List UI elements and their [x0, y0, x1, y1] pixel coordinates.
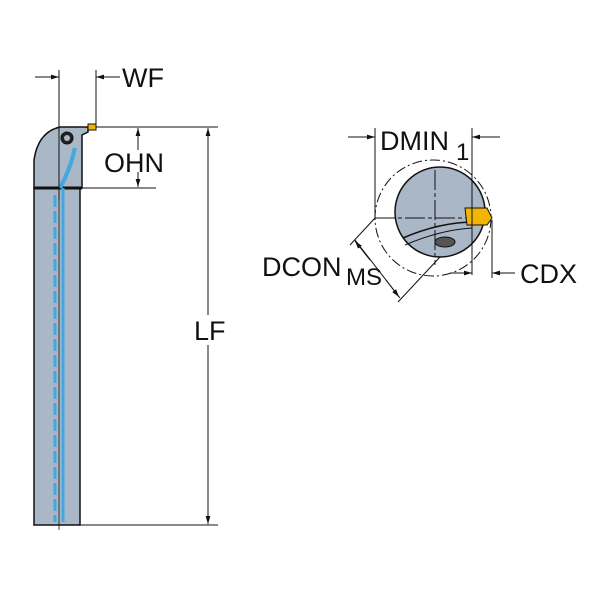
label-ohn: OHN — [104, 148, 164, 178]
dim-wf: WF — [35, 63, 164, 200]
label-cdx: CDX — [520, 259, 577, 289]
tool-shank — [33, 187, 81, 526]
dim-lf: LF — [80, 128, 226, 526]
label-dcon: DCON — [262, 252, 342, 282]
dim-dmin: DMIN 1 — [348, 126, 500, 275]
tool-head — [33, 126, 89, 189]
dim-dcon: DCON MS — [262, 217, 441, 303]
tool-side-view — [33, 123, 97, 530]
tool-end-view — [374, 159, 493, 277]
dim-cdx: CDX — [450, 220, 577, 289]
insert-icon — [87, 123, 97, 131]
insert-icon — [464, 207, 493, 226]
label-dmin: DMIN — [380, 126, 449, 156]
label-lf: LF — [194, 316, 226, 346]
label-dmin-sub: 1 — [456, 139, 469, 166]
label-dcon-sub: MS — [346, 264, 382, 291]
dim-ohn: OHN — [80, 126, 218, 189]
label-wf: WF — [122, 63, 164, 93]
